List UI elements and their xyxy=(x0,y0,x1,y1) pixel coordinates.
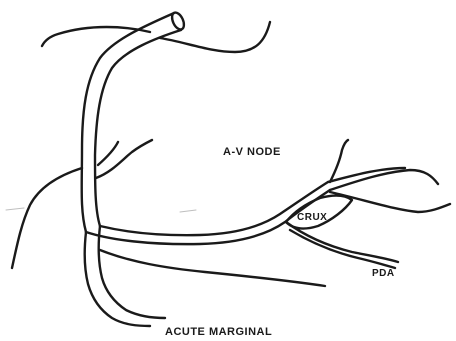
av-node-label: A-V NODE xyxy=(223,146,281,158)
crux-label: CRUX xyxy=(297,212,327,223)
sa-node-branch xyxy=(42,22,270,52)
septal-dash-marks xyxy=(6,208,196,212)
right-coronary-artery xyxy=(82,11,187,232)
pda-label: PDA xyxy=(372,268,395,279)
acute-marginal-label: ACUTE MARGINAL xyxy=(165,326,272,338)
conus-branch xyxy=(12,168,82,268)
rv-branch xyxy=(96,140,152,178)
av-node-branch xyxy=(330,140,348,182)
